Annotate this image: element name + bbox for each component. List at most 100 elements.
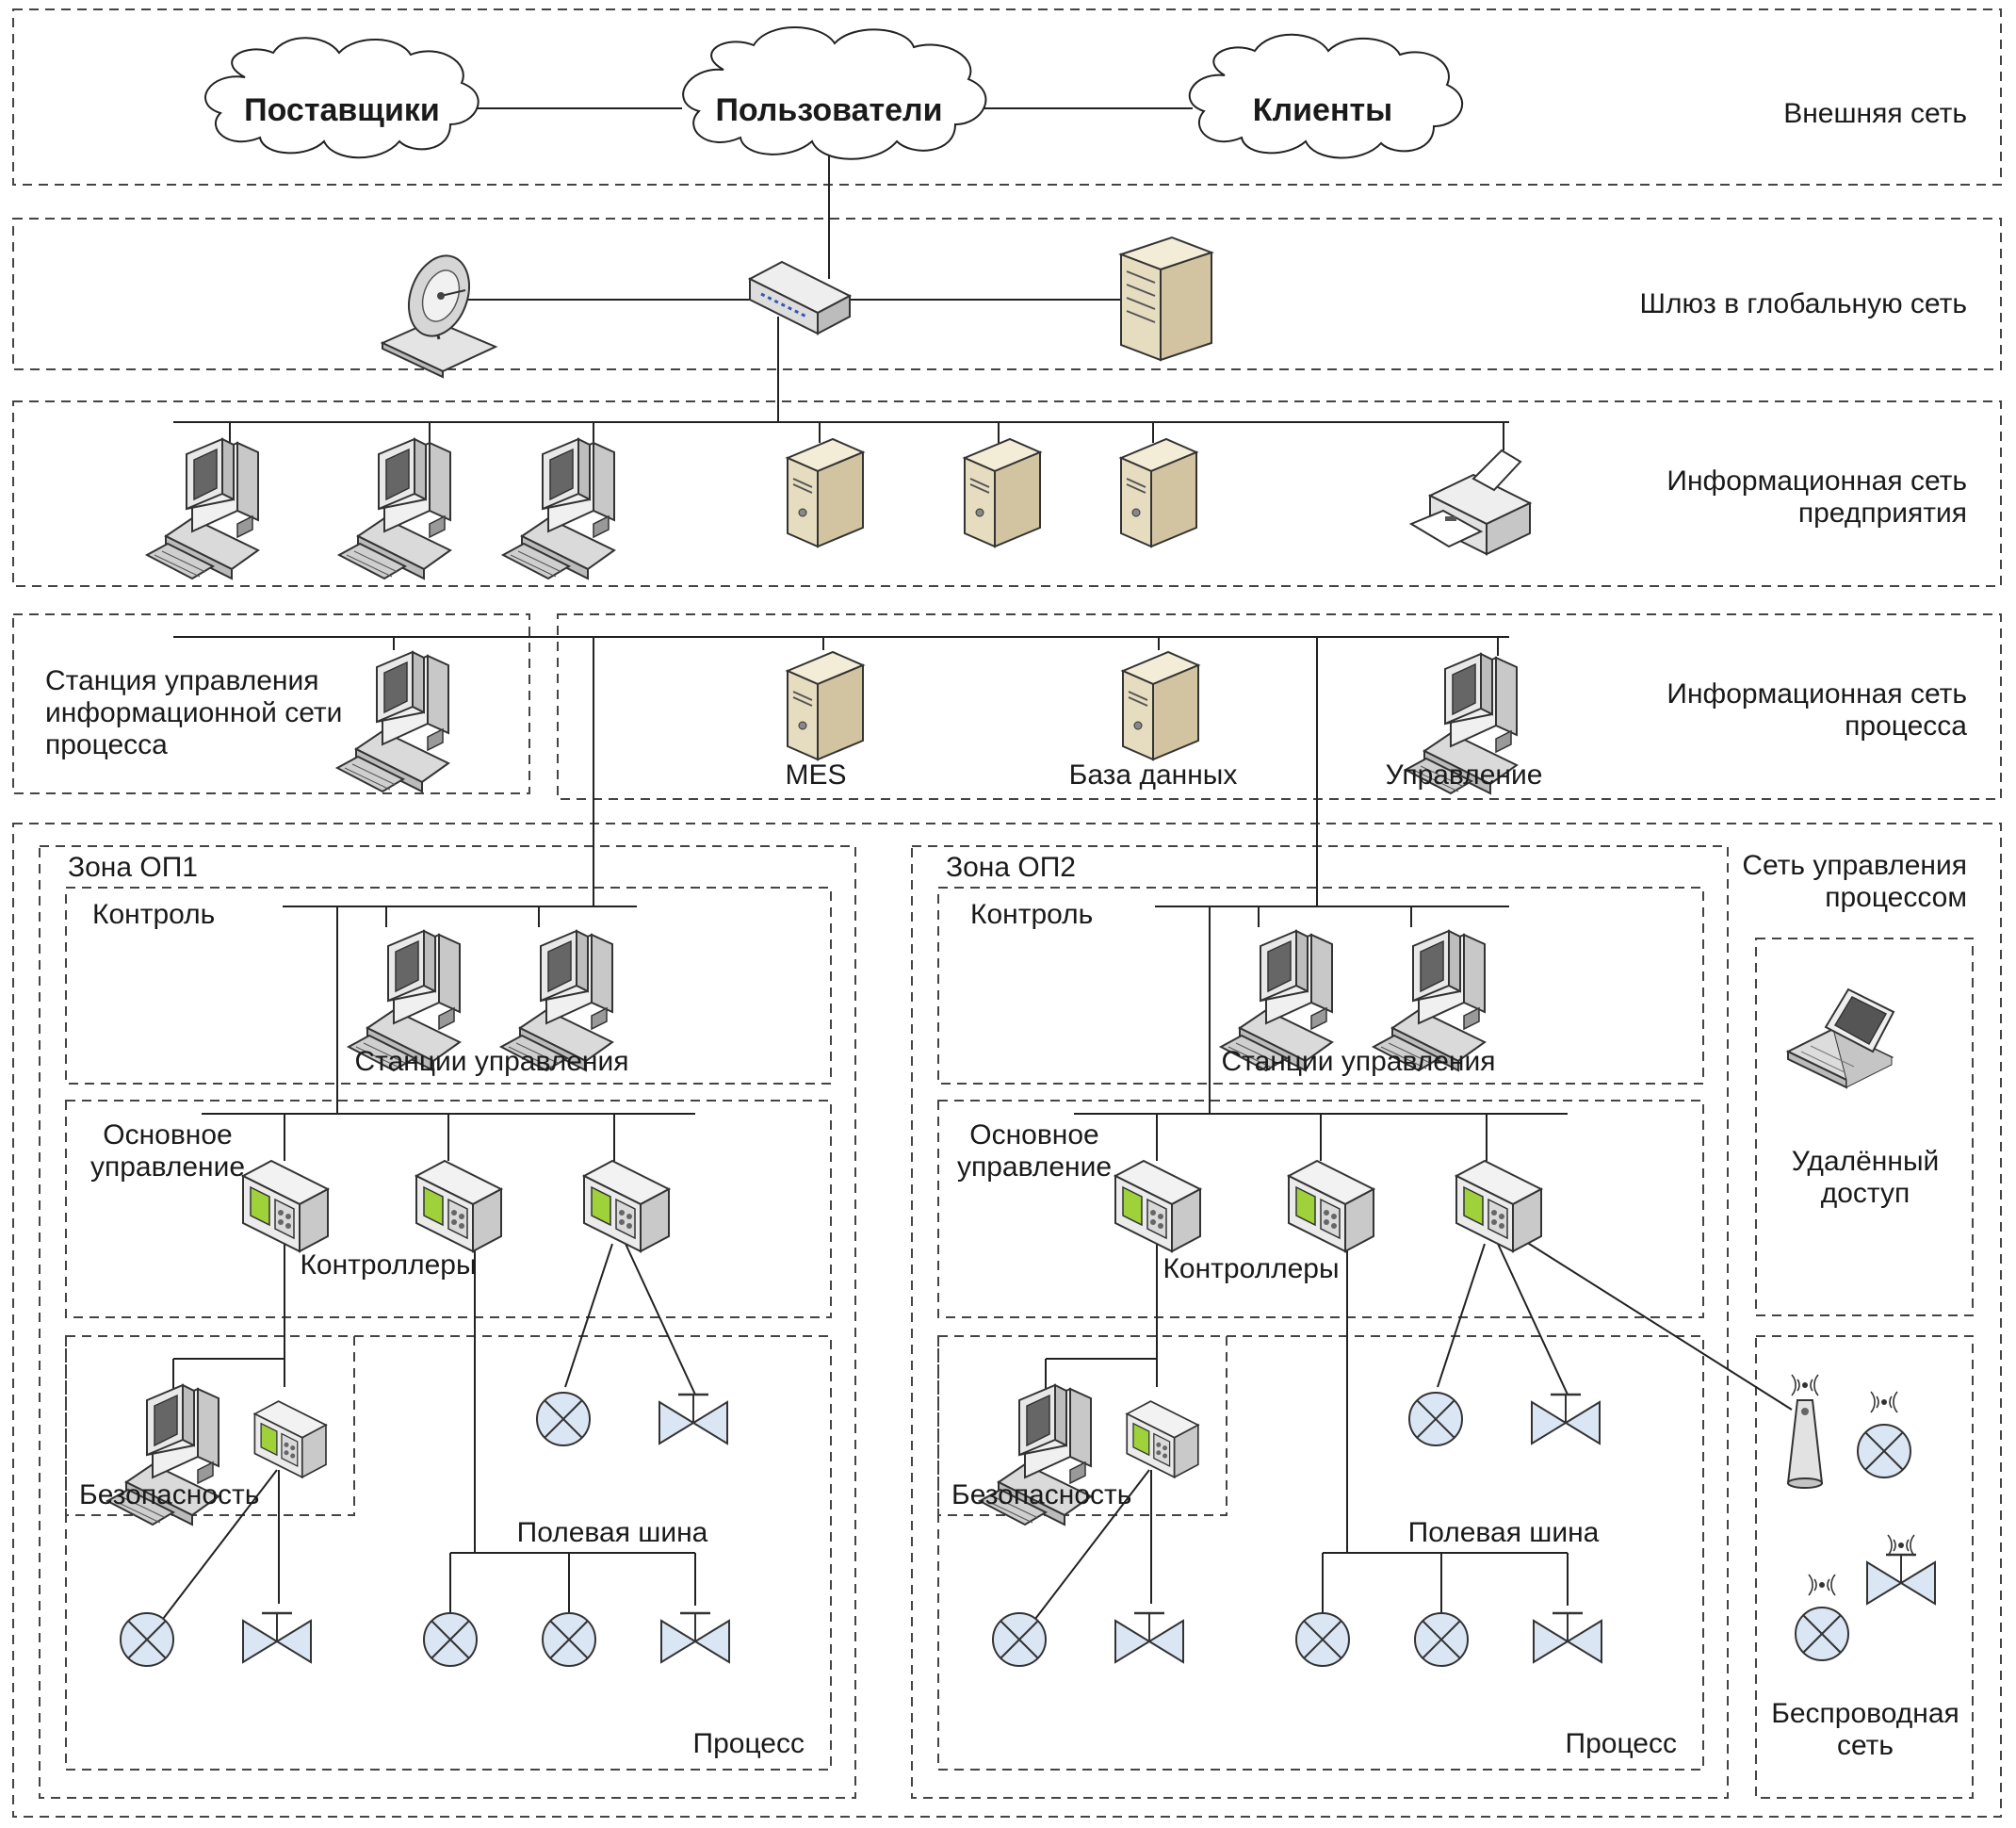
enterprise-server-icon — [787, 438, 864, 547]
zone-op1-border — [39, 845, 856, 1799]
layer-label-external: Внешняя сеть — [1783, 98, 1967, 129]
op1-valve-icon — [658, 1393, 729, 1445]
cloud-label-clients: Клиенты — [1253, 92, 1392, 128]
laptop-icon — [1785, 987, 1895, 1089]
op2-controller-icon — [1455, 1160, 1542, 1252]
enterprise-workstation-icon — [502, 438, 615, 579]
layer-label-process-info-1: Информационная сеть — [1666, 678, 1967, 710]
cloud-clients: Клиенты — [1188, 33, 1464, 159]
zone-op2-process — [937, 1335, 1704, 1771]
op1-sensor-icon — [536, 1392, 591, 1446]
op1-controller-icon — [415, 1160, 502, 1252]
process-control-network-zone — [12, 823, 2002, 1818]
zone-op1-controllers-label: Контроллеры — [300, 1249, 476, 1281]
op1-fieldbus-sensor-icon — [542, 1612, 596, 1667]
zone-op2-stations-label: Станции управления — [1222, 1046, 1496, 1077]
wireless-signal-icon — [1887, 1534, 1915, 1557]
op2-sensor-icon — [1408, 1392, 1463, 1446]
zone-op1-basic-control — [65, 1100, 832, 1318]
zone-op1-control-label: Контроль — [92, 899, 215, 930]
zone-op1-basic-control-label-1: Основное — [103, 1119, 232, 1151]
wireless-zone — [1755, 1335, 1974, 1799]
zone-op2-border — [911, 845, 1729, 1799]
layer-label-process-control-2: процессом — [1825, 882, 1967, 913]
enterprise-workstation-icon — [146, 438, 259, 579]
wireless-label-2: сеть — [1837, 1730, 1894, 1761]
op1-valve-icon — [241, 1611, 313, 1664]
process-info-network-zone — [557, 613, 2002, 800]
enterprise-workstation-icon — [338, 438, 451, 579]
process-station-label-1: Станция управления — [45, 665, 318, 696]
zone-op1-process — [65, 1335, 832, 1771]
wireless-valve-icon — [1865, 1553, 1937, 1606]
op1-controller-icon — [583, 1160, 670, 1252]
op2-controller-icon — [1288, 1160, 1374, 1252]
remote-access-label-2: доступ — [1821, 1178, 1910, 1209]
op2-controller-icon — [1114, 1160, 1201, 1252]
process-station-label-2: информационной сети — [45, 697, 342, 728]
zone-op2-control-label: Контроль — [970, 899, 1093, 930]
cloud-label-users: Пользователи — [715, 92, 942, 128]
zone-op2-basic-control — [937, 1100, 1704, 1318]
zone-op1-basic-control-label-2: управление — [90, 1151, 245, 1183]
layer-label-process-control-1: Сеть управления — [1742, 850, 1967, 881]
op2-sensor-icon — [992, 1612, 1047, 1667]
zone-op1-stations-label: Станции управления — [355, 1046, 629, 1077]
connection-lines — [159, 107, 1793, 1624]
process-station-workstation-icon — [336, 651, 449, 792]
op1-safety-controller-icon — [253, 1400, 327, 1478]
zone-op2-title: Зона ОП2 — [946, 852, 1076, 883]
zone-op2-controllers-label: Контроллеры — [1162, 1253, 1339, 1284]
zone-op2-basic-control-label-1: Основное — [969, 1119, 1098, 1151]
zone-op2-process-label: Процесс — [1566, 1728, 1677, 1759]
zone-op2-basic-control-label-2: управление — [957, 1151, 1112, 1183]
wireless-signal-icon — [1870, 1391, 1898, 1413]
mes-label: MES — [785, 759, 846, 791]
external-network-zone — [12, 8, 2002, 186]
layer-label-gateway: Шлюз в глобальную сеть — [1640, 288, 1967, 319]
op1-fieldbus-valve-icon — [659, 1611, 731, 1664]
enterprise-server-icon — [964, 438, 1041, 547]
wireless-label-1: Беспроводная — [1771, 1698, 1959, 1729]
layer-label-enterprise-1: Информационная сеть — [1666, 465, 1967, 497]
layer-label-enterprise-2: предприятия — [1798, 498, 1967, 529]
op1-sensor-icon — [120, 1612, 174, 1667]
cloud-suppliers: Поставщики — [204, 37, 480, 159]
op2-safety-controller-icon — [1126, 1400, 1199, 1478]
remote-access-zone — [1755, 938, 1974, 1316]
wireless-access-point-icon — [1786, 1374, 1824, 1489]
enterprise-server-icon — [1120, 438, 1197, 547]
op2-fieldbus-sensor-icon — [1414, 1612, 1469, 1667]
zone-op1-title: Зона ОП1 — [68, 852, 198, 883]
zone-op2-fieldbus-label: Полевая шина — [1408, 1517, 1600, 1548]
remote-access-label-1: Удалённый — [1792, 1146, 1940, 1177]
zone-op1-process-label: Процесс — [693, 1728, 805, 1759]
gateway-zone — [12, 218, 2002, 370]
zone-op1-safety-label: Безопасность — [79, 1479, 259, 1510]
mes-server-icon — [787, 651, 864, 760]
cloud-label-suppliers: Поставщики — [244, 92, 440, 128]
database-server-icon — [1122, 651, 1199, 760]
layer-label-process-info-2: процесса — [1845, 710, 1967, 742]
process-station-zone — [12, 613, 530, 794]
router-icon — [747, 260, 853, 335]
database-label: База данных — [1069, 759, 1238, 791]
op2-valve-icon — [1530, 1393, 1601, 1445]
op2-fieldbus-sensor-icon — [1295, 1612, 1350, 1667]
printer-icon — [1408, 449, 1533, 556]
wireless-sensor-icon — [1857, 1424, 1911, 1478]
wireless-signal-icon — [1808, 1574, 1836, 1596]
management-label: Управление — [1386, 759, 1543, 791]
op1-fieldbus-sensor-icon — [423, 1612, 478, 1667]
satellite-dish-icon — [380, 254, 498, 379]
wireless-sensor-icon — [1795, 1607, 1849, 1661]
enterprise-network-zone — [12, 400, 2002, 587]
op2-fieldbus-valve-icon — [1532, 1611, 1603, 1664]
op1-controller-icon — [242, 1160, 329, 1252]
zone-op1-fieldbus-label: Полевая шина — [517, 1517, 708, 1548]
process-station-label-3: процесса — [45, 729, 168, 760]
zone-op2-safety-label: Безопасность — [951, 1479, 1131, 1510]
gateway-server-icon — [1118, 236, 1214, 362]
cloud-users: Пользователи — [682, 26, 987, 160]
